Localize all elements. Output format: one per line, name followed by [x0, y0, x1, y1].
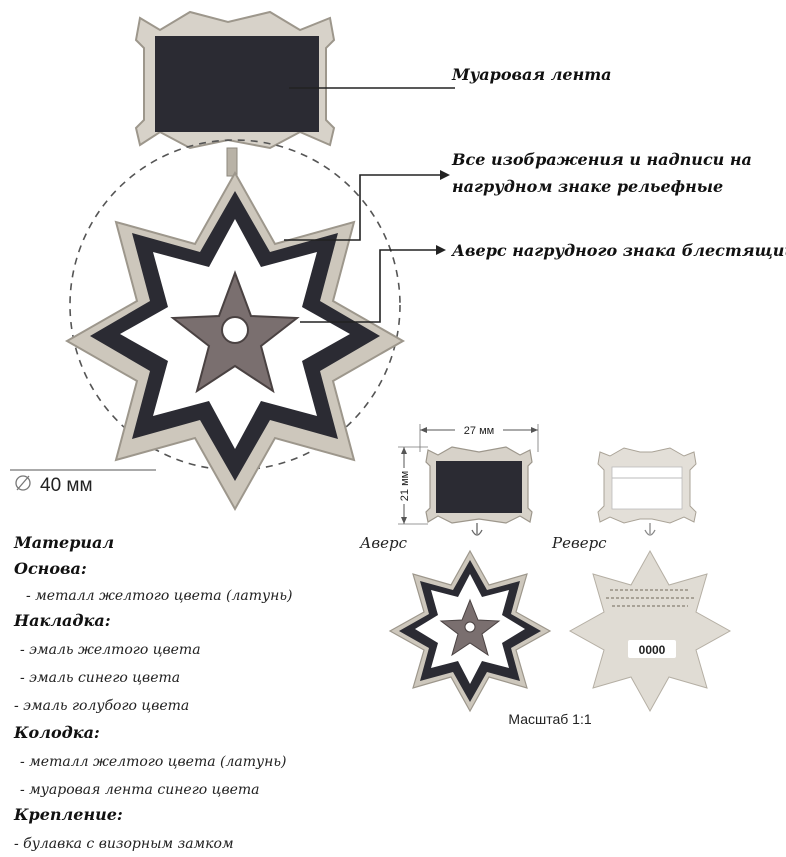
width-label: 27 мм [464, 425, 494, 437]
moire-ribbon [155, 36, 319, 132]
revers-label: Реверс [551, 534, 607, 552]
scale-label: Масштаб 1:1 [508, 711, 591, 727]
base-item-1: - металл желтого цвета (латунь) [26, 588, 292, 604]
center-medallion [221, 316, 249, 344]
height-label: 21 мм [399, 471, 411, 501]
materials-list: Материал Основа: - металл желтого цвета … [13, 533, 292, 852]
callout-relief-1: Все изображения и надписи на [451, 150, 752, 169]
leader-obverse [300, 249, 436, 323]
diameter-label: 40 мм [40, 475, 93, 496]
small-ribbon [436, 461, 522, 513]
number-plate [628, 640, 676, 658]
callout-obverse: Аверс нагрудного знака блестящий [451, 241, 786, 260]
materials-title: Материал [13, 533, 114, 552]
block-heading: Колодка: [13, 723, 100, 742]
block-item-1: - металл желтого цвета (латунь) [20, 754, 286, 770]
callout-ribbon: Муаровая лента [451, 65, 612, 84]
diameter-symbol [15, 475, 31, 491]
connector-loop [226, 147, 238, 177]
leader-relief [284, 174, 440, 241]
avers-label: Аверс [359, 534, 408, 552]
overlay-heading: Накладка: [13, 611, 111, 630]
overlay-item-1: - эмаль желтого цвета [20, 642, 201, 658]
ribbon-block [134, 10, 336, 150]
diameter-circle [69, 139, 401, 471]
fastening-item-1: - булавка с визорным замком [14, 836, 234, 852]
small-obverse-pin [471, 523, 483, 536]
fastening-heading: Крепление: [13, 805, 123, 824]
overlay-item-3: - эмаль голубого цвета [14, 698, 189, 714]
overlay-item-2: - эмаль синего цвета [20, 670, 180, 686]
reverse-number: 0000 [639, 643, 666, 657]
small-reverse-pin [644, 523, 656, 536]
small-reverse-star [568, 549, 732, 713]
callout-relief-2: нагрудном знаке рельефные [452, 177, 723, 196]
base-heading: Основа: [14, 559, 87, 578]
block-item-2: - муаровая лента синего цвета [20, 782, 260, 798]
reverse-inscription [606, 589, 694, 607]
